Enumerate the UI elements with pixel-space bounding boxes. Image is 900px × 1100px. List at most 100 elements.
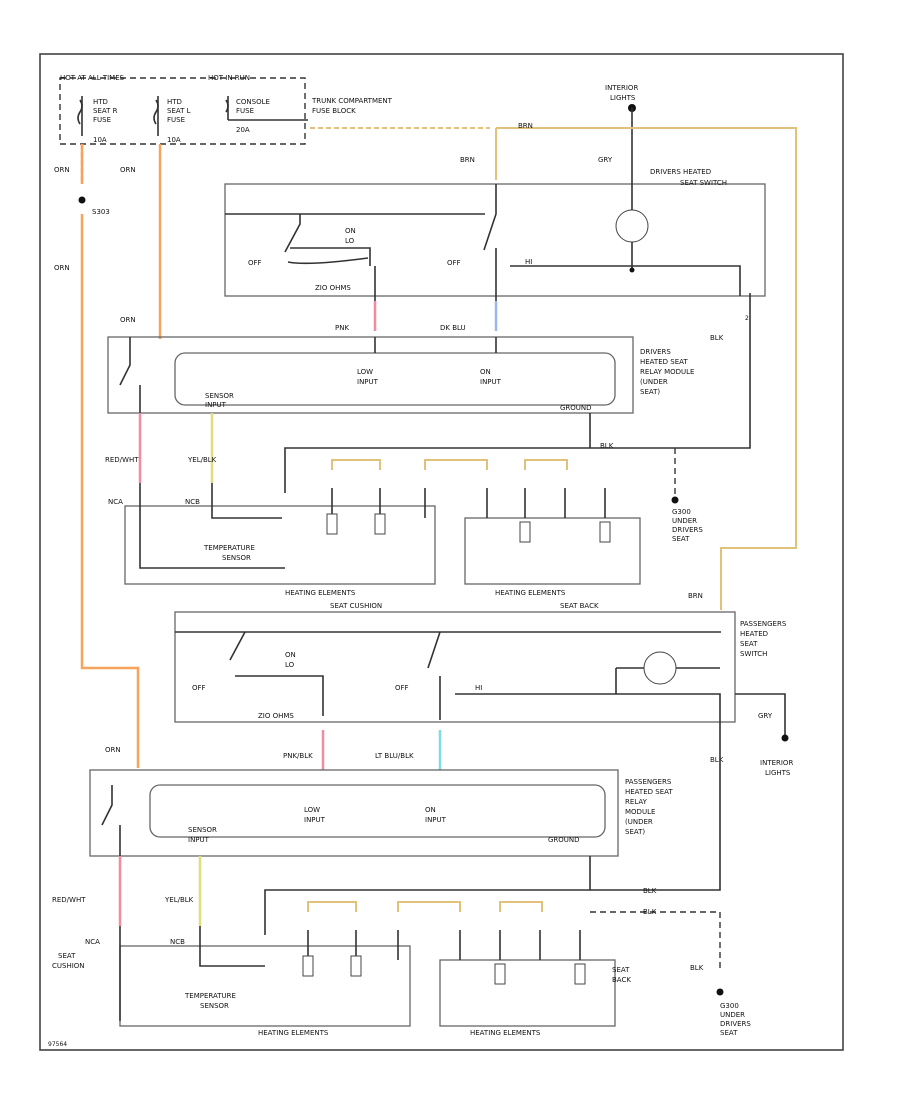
svg-text:INPUT: INPUT xyxy=(357,378,379,386)
driver-ground-point xyxy=(671,496,679,504)
svg-text:LO: LO xyxy=(285,661,295,669)
diagram-frame xyxy=(39,53,844,1051)
svg-text:HEATING ELEMENTS: HEATING ELEMENTS xyxy=(258,1029,329,1037)
fuse-block: HOT AT ALL TIMES HOT IN RUN HTD SEAT R F… xyxy=(59,74,393,145)
svg-text:ON: ON xyxy=(480,368,491,376)
svg-text:SEAT R: SEAT R xyxy=(93,107,118,115)
fuse-htd-seat-r: HTD SEAT R FUSE 10A xyxy=(93,98,118,144)
svg-text:YEL/BLK: YEL/BLK xyxy=(187,456,217,464)
svg-text:OFF: OFF xyxy=(248,259,262,267)
svg-text:RELAY MODULE: RELAY MODULE xyxy=(640,368,694,376)
svg-text:LOW: LOW xyxy=(357,368,373,376)
svg-text:GRY: GRY xyxy=(758,712,773,720)
svg-text:ZIO OHMS: ZIO OHMS xyxy=(258,712,294,720)
svg-text:HTD: HTD xyxy=(167,98,182,106)
svg-text:(UNDER: (UNDER xyxy=(640,378,668,386)
wire-label-orn-1: ORN xyxy=(54,166,70,174)
svg-text:HEATED SEAT: HEATED SEAT xyxy=(640,358,688,366)
fuse-block-label: TRUNK COMPARTMENT xyxy=(311,97,393,105)
svg-text:HI: HI xyxy=(525,258,532,266)
svg-text:G300: G300 xyxy=(720,1002,739,1010)
driver-seat-heating: NCA NCB TEMPERATURE SENSOR HEATING ELEME… xyxy=(108,459,641,610)
svg-text:PNK/BLK: PNK/BLK xyxy=(283,752,313,760)
passenger-indicator-lamp xyxy=(643,651,677,685)
svg-text:SEAT: SEAT xyxy=(672,535,690,543)
svg-text:HEATED: HEATED xyxy=(740,630,768,638)
svg-text:SEAT SWITCH: SEAT SWITCH xyxy=(680,179,727,187)
svg-text:CUSHION: CUSHION xyxy=(52,962,85,970)
svg-text:NCB: NCB xyxy=(170,938,185,946)
svg-text:TEMPERATURE: TEMPERATURE xyxy=(184,992,236,1000)
fuse-block-outline xyxy=(59,77,306,145)
wire-label-orn-2: ORN xyxy=(120,166,136,174)
svg-text:MODULE: MODULE xyxy=(625,808,655,816)
svg-text:10A: 10A xyxy=(93,136,107,144)
svg-text:BLK: BLK xyxy=(690,964,704,972)
svg-text:PASSENGERS: PASSENGERS xyxy=(625,778,672,786)
svg-text:PNK: PNK xyxy=(335,324,349,332)
svg-text:INTERIOR: INTERIOR xyxy=(605,84,638,92)
colored-wires xyxy=(80,127,797,768)
svg-text:SENSOR: SENSOR xyxy=(222,554,251,562)
svg-text:INPUT: INPUT xyxy=(188,836,210,844)
svg-text:INPUT: INPUT xyxy=(425,816,447,824)
svg-text:SENSOR: SENSOR xyxy=(205,392,234,400)
svg-text:OFF: OFF xyxy=(447,259,461,267)
svg-text:SEAT: SEAT xyxy=(58,952,76,960)
svg-text:HEATED SEAT: HEATED SEAT xyxy=(625,788,673,796)
svg-text:BLK: BLK xyxy=(643,908,657,916)
svg-text:SEAT: SEAT xyxy=(612,966,630,974)
svg-text:ORN: ORN xyxy=(105,746,121,754)
svg-text:(UNDER: (UNDER xyxy=(625,818,653,826)
fuse-header-right: HOT IN RUN xyxy=(208,74,250,82)
fuse-htd-seat-l: HTD SEAT L FUSE 10A xyxy=(167,98,191,144)
svg-text:BLK: BLK xyxy=(643,887,657,895)
svg-text:RED/WHT: RED/WHT xyxy=(105,456,139,464)
svg-text:INTERIOR: INTERIOR xyxy=(760,759,793,767)
svg-text:RED/WHT: RED/WHT xyxy=(52,896,86,904)
svg-text:BRN: BRN xyxy=(518,122,533,130)
passenger-relay-module: PASSENGERS HEATED SEAT RELAY MODULE (UND… xyxy=(89,746,673,857)
svg-text:BLK: BLK xyxy=(710,334,724,342)
svg-text:FUSE BLOCK: FUSE BLOCK xyxy=(312,107,356,115)
svg-text:HEATING ELEMENTS: HEATING ELEMENTS xyxy=(470,1029,541,1037)
svg-text:GROUND: GROUND xyxy=(560,404,592,412)
interior-lights-top: INTERIOR LIGHTS GRY xyxy=(598,84,638,178)
svg-text:PASSENGERS: PASSENGERS xyxy=(740,620,787,628)
svg-text:BRN: BRN xyxy=(688,592,703,600)
svg-text:DRIVERS HEATED: DRIVERS HEATED xyxy=(650,168,711,176)
svg-text:HEATING ELEMENTS: HEATING ELEMENTS xyxy=(495,589,566,597)
svg-text:S303: S303 xyxy=(92,208,110,216)
svg-text:SEAT): SEAT) xyxy=(640,388,660,396)
svg-text:HTD: HTD xyxy=(93,98,108,106)
svg-text:10A: 10A xyxy=(167,136,181,144)
svg-text:LIGHTS: LIGHTS xyxy=(765,769,791,777)
svg-text:LT BLU/BLK: LT BLU/BLK xyxy=(375,752,414,760)
svg-text:HEATING ELEMENTS: HEATING ELEMENTS xyxy=(285,589,356,597)
driver-heated-seat-switch: DRIVERS HEATED SEAT SWITCH OFF OFF ON LO… xyxy=(224,168,766,301)
svg-text:YEL/BLK: YEL/BLK xyxy=(164,896,194,904)
svg-text:SENSOR: SENSOR xyxy=(200,1002,229,1010)
svg-text:ON: ON xyxy=(345,227,356,235)
svg-text:INPUT: INPUT xyxy=(205,401,227,409)
svg-text:BRN: BRN xyxy=(460,156,475,164)
svg-text:2: 2 xyxy=(745,315,749,322)
svg-text:GRY: GRY xyxy=(598,156,613,164)
svg-text:OFF: OFF xyxy=(192,684,206,692)
footer-code: 97564 xyxy=(48,1041,67,1048)
svg-text:SWITCH: SWITCH xyxy=(740,650,767,658)
svg-text:BACK: BACK xyxy=(612,976,631,984)
svg-text:ON: ON xyxy=(285,651,296,659)
svg-text:LOW: LOW xyxy=(304,806,320,814)
svg-text:FUSE: FUSE xyxy=(167,116,185,124)
passenger-heated-seat-switch: PASSENGERS HEATED SEAT SWITCH BRN OFF OF… xyxy=(174,592,793,777)
svg-text:SEAT BACK: SEAT BACK xyxy=(560,602,599,610)
svg-text:SEAT: SEAT xyxy=(740,640,758,648)
svg-text:FUSE: FUSE xyxy=(236,107,254,115)
svg-text:UNDER: UNDER xyxy=(672,517,697,525)
svg-text:RELAY: RELAY xyxy=(625,798,648,806)
splice-s303 xyxy=(78,196,86,204)
fuse-header-left: HOT AT ALL TIMES xyxy=(60,74,125,82)
svg-text:SEAT CUSHION: SEAT CUSHION xyxy=(330,602,382,610)
